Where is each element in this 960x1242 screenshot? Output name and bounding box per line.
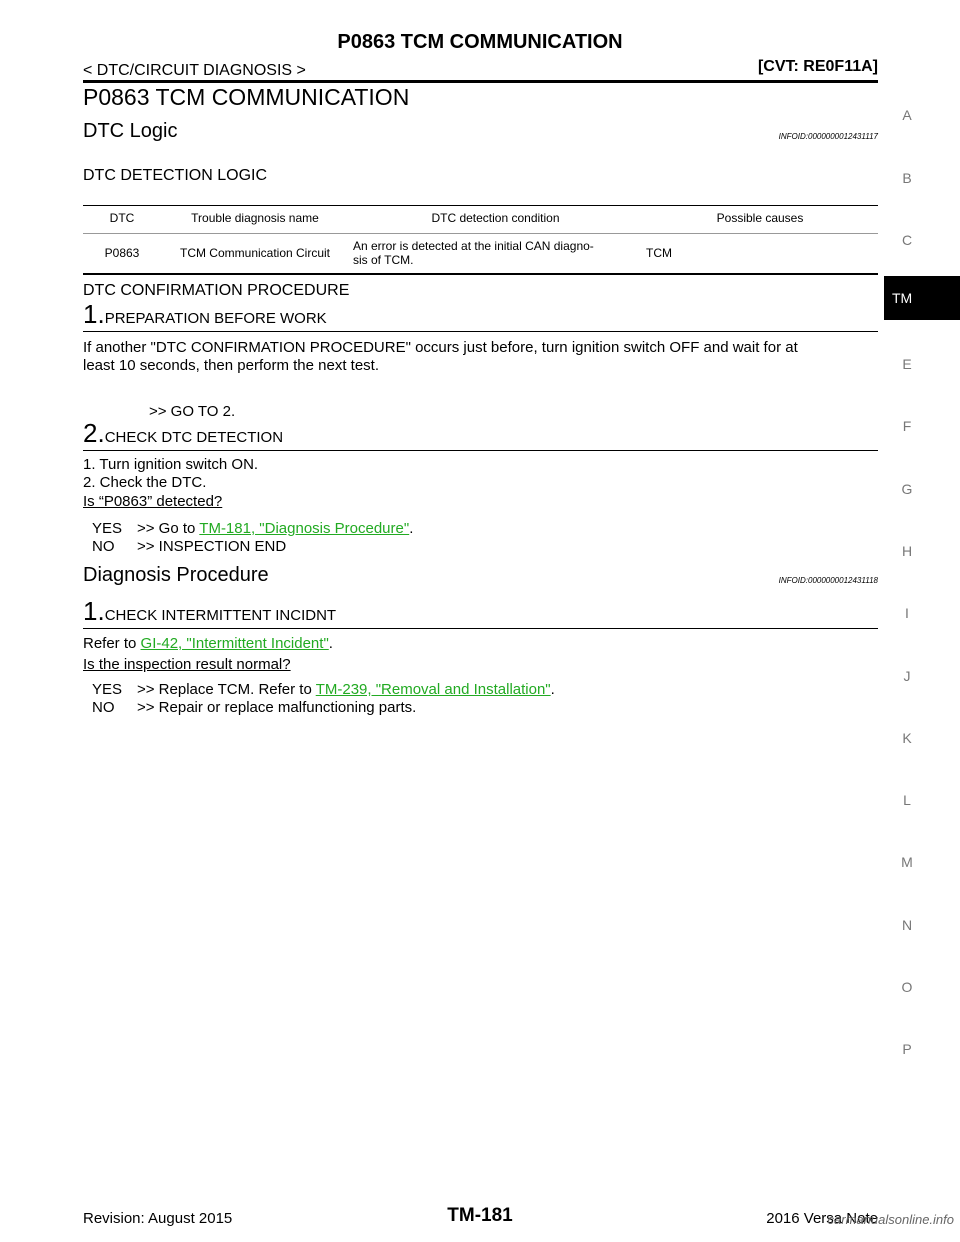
step-2-number: 2. [83,418,105,448]
dtc-logic-infoid: INFOID:0000000012431117 [778,132,878,141]
dtc-logic-heading: DTC Logic [83,120,178,142]
footer-revision: Revision: August 2015 [83,1210,233,1227]
header-section: < DTC/CIRCUIT DIAGNOSIS > [83,62,306,79]
step-2-heading: 2.CHECK DTC DETECTION [83,418,878,451]
table-header-causes: Possible causes [642,205,878,234]
header-model: [CVT: RE0F11A] [757,58,878,75]
side-index-n[interactable]: N [901,917,913,933]
diag-refer: Refer to GI-42, "Intermittent Incident". [83,635,333,653]
footer-page-number: TM-181 [447,1205,513,1226]
page-title: P0863 TCM COMMUNICATION [83,84,410,110]
header-title: P0863 TCM COMMUNICATION [337,31,623,53]
refer-suffix: . [328,635,333,652]
step-2-title: CHECK DTC DETECTION [104,429,284,446]
step-1-title: PREPARATION BEFORE WORK [104,310,327,327]
side-index-e[interactable]: E [902,356,912,372]
step-1-text: If another "DTC CONFIRMATION PROCEDURE" … [83,339,878,375]
table-header-condition: DTC detection condition [349,205,642,234]
diagnosis-heading: Diagnosis Procedure [83,564,269,586]
table-cell-condition: An error is detected at the initial CAN … [349,233,642,275]
diagnosis-procedure-link[interactable]: TM-181, "Diagnosis Procedure" [199,520,410,537]
refer-prefix: Refer to [83,635,141,652]
diag-yes-prefix: >> Replace TCM. Refer to [137,681,316,698]
step-2-question: Is “P0863” detected? [83,493,223,510]
diag-yes-label: YES [92,681,123,698]
diag-no-label: NO [92,699,115,716]
condition-line-2: sis of TCM. [353,253,414,267]
table-cell-name: TCM Communication Circuit [161,233,349,275]
intermittent-incident-link[interactable]: GI-42, "Intermittent Incident" [140,635,329,652]
removal-installation-link[interactable]: TM-239, "Removal and Installation" [315,681,551,698]
side-index-m[interactable]: M [901,854,913,870]
step-1-heading: 1.PREPARATION BEFORE WORK [83,299,878,332]
side-index-o[interactable]: O [901,979,913,995]
diagnosis-infoid: INFOID:0000000012431118 [778,576,878,585]
table-header-dtc: DTC [83,205,161,234]
step-2-item-2: 2. Check the DTC. [83,474,207,491]
step-2-no: NO >> INSPECTION END [92,538,286,556]
side-index-tm-active[interactable]: TM [884,276,960,320]
diag-yes-suffix: . [550,681,555,698]
step-1-goto: >> GO TO 2. [149,403,236,420]
yes-suffix: . [409,520,414,537]
header-rule [83,80,878,83]
footer-watermark: carmanualsonline.info [827,1212,954,1227]
no-text: >> INSPECTION END [137,538,287,555]
side-index-h[interactable]: H [901,543,913,559]
condition-line-1: An error is detected at the initial CAN … [353,239,594,253]
no-label: NO [92,538,115,555]
dtc-confirmation-heading: DTC CONFIRMATION PROCEDURE [83,282,350,299]
diag-no-text: >> Repair or replace malfunctioning part… [137,699,417,716]
side-index-g[interactable]: G [901,481,913,497]
table-cell-dtc: P0863 [83,233,161,275]
step-1-text-line-1: If another "DTC CONFIRMATION PROCEDURE" … [83,339,798,356]
diag-step-1-title: CHECK INTERMITTENT INCIDNT [104,607,337,624]
side-index-i[interactable]: I [905,605,909,621]
side-index-l[interactable]: L [903,792,911,808]
table-row: P0863 TCM Communication Circuit An error… [83,233,878,275]
side-index-c[interactable]: C [901,232,913,248]
side-index-k[interactable]: K [902,730,912,746]
step-1-text-line-2: least 10 seconds, then perform the next … [83,357,380,374]
table-header-name: Trouble diagnosis name [161,205,349,234]
side-index-a[interactable]: A [902,107,912,123]
footer-vehicle: 2016 Versa Note [766,1210,878,1227]
table-cell-cause: TCM [642,233,878,275]
dtc-table: DTC Trouble diagnosis name DTC detection… [83,205,878,275]
side-index-b[interactable]: B [902,170,912,186]
diag-step-1-number: 1. [83,596,105,626]
step-1-number: 1. [83,299,105,329]
yes-label: YES [92,520,123,537]
diag-question: Is the inspection result normal? [83,656,291,673]
side-index-j[interactable]: J [903,668,911,684]
side-index-p[interactable]: P [902,1041,912,1057]
step-2-item-1: 1. Turn ignition switch ON. [83,456,259,473]
diag-step-1-heading: 1.CHECK INTERMITTENT INCIDNT [83,596,878,629]
diag-yes: YES >> Replace TCM. Refer to TM-239, "Rem… [92,681,555,699]
dtc-detection-logic-heading: DTC DETECTION LOGIC [83,167,268,184]
yes-prefix: >> Go to [137,520,200,537]
step-2-yes: YES >> Go to TM-181, "Diagnosis Procedure… [92,520,413,538]
diag-no: NO >> Repair or replace malfunctioning pa… [92,699,416,717]
side-index-f[interactable]: F [902,418,912,434]
